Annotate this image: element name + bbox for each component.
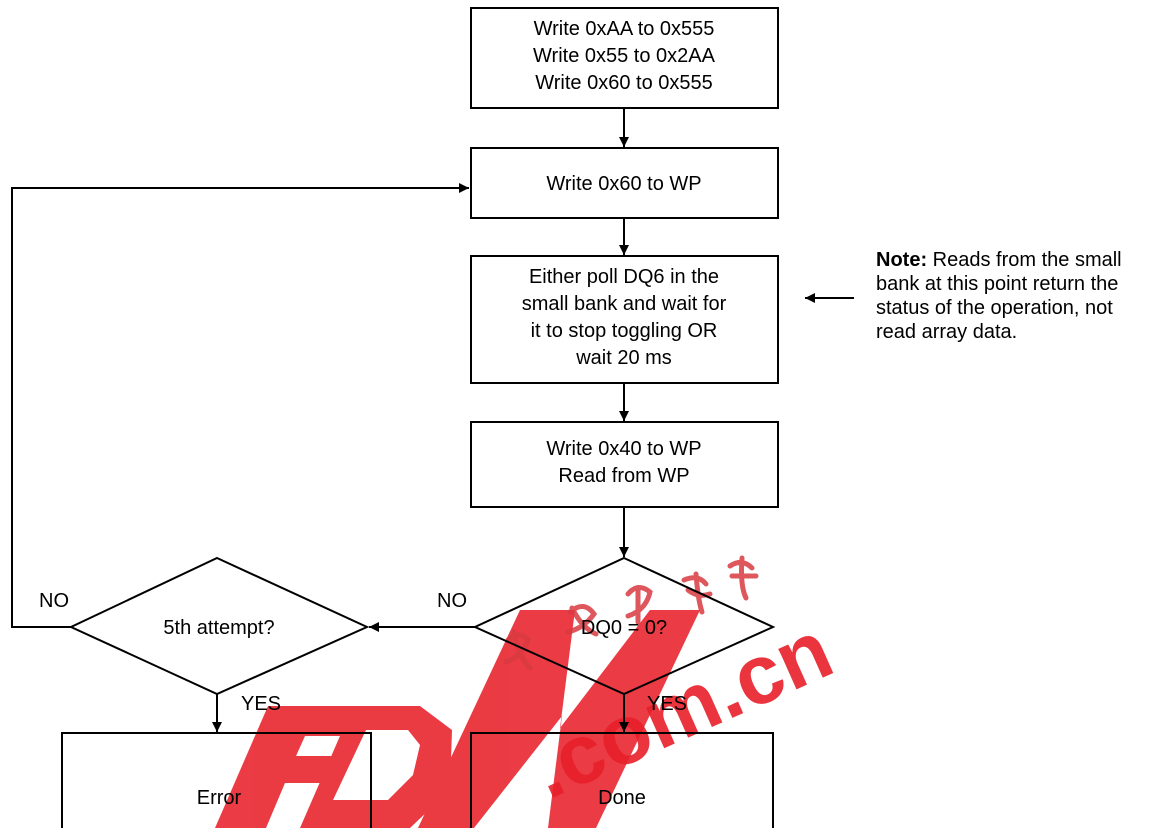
step-write-wp-line-1: Write 0x60 to WP bbox=[546, 173, 701, 195]
done-box: Done bbox=[470, 732, 774, 828]
dq0-no-label: NO bbox=[437, 590, 467, 612]
error-label: Error bbox=[197, 787, 242, 809]
connectors bbox=[11, 108, 854, 732]
step-unlock-line-3: Write 0x60 to 0x555 bbox=[535, 72, 713, 94]
attempt-yes-label: YES bbox=[241, 693, 281, 715]
watermark-logo bbox=[215, 610, 700, 828]
step-poll-line-4: wait 20 ms bbox=[575, 347, 672, 369]
note-body: Reads from the small bank at this point … bbox=[876, 249, 1122, 343]
attempt-no-label: NO bbox=[39, 590, 69, 612]
step-unlock-box: Write 0xAA to 0x555 Write 0x55 to 0x2AA … bbox=[470, 7, 779, 109]
note: Note: Reads from the small bank at this … bbox=[876, 248, 1146, 344]
done-label: Done bbox=[598, 787, 646, 809]
dq0-yes-label: YES bbox=[647, 693, 687, 715]
error-box: Error bbox=[61, 732, 372, 828]
step-write-wp-box: Write 0x60 to WP bbox=[470, 147, 779, 219]
step-poll-line-1: Either poll DQ6 in the bbox=[529, 266, 719, 288]
note-heading: Note: bbox=[876, 249, 928, 271]
watermark-script bbox=[503, 555, 759, 671]
step-read-wp-line-1: Write 0x40 to WP bbox=[546, 438, 701, 460]
arrow-attempt-no-loop bbox=[11, 183, 469, 628]
step-read-wp-box: Write 0x40 to WP Read from WP bbox=[470, 421, 779, 508]
step-unlock-line-1: Write 0xAA to 0x555 bbox=[534, 18, 715, 40]
step-read-wp-line-2: Read from WP bbox=[558, 465, 689, 487]
attempt-decision: 5th attempt? bbox=[68, 556, 370, 696]
dq0-decision-label: DQ0 = 0? bbox=[581, 617, 667, 639]
step-unlock-line-2: Write 0x55 to 0x2AA bbox=[533, 45, 716, 67]
step-poll-line-3: it to stop toggling OR bbox=[531, 320, 718, 342]
attempt-decision-label: 5th attempt? bbox=[163, 617, 274, 639]
step-poll-line-2: small bank and wait for bbox=[522, 293, 727, 315]
dq0-decision: DQ0 = 0? bbox=[472, 556, 776, 696]
step-poll-box: Either poll DQ6 in the small bank and wa… bbox=[470, 255, 779, 384]
